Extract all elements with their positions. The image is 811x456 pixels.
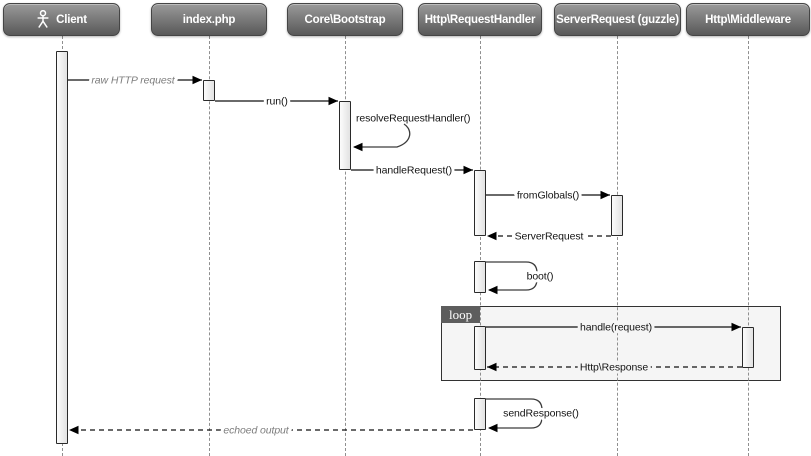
self-call-line (486, 398, 543, 429)
loop-label: loop (441, 306, 481, 323)
participant-http-middleware: Http\Middleware (686, 3, 810, 36)
lifeline (748, 36, 749, 456)
participant-label: Core\Bootstrap (304, 13, 386, 26)
arrowhead-icon (600, 190, 610, 200)
loop-frame: loop (441, 306, 781, 381)
message-label: raw HTTP request (91, 75, 175, 87)
message-label: sendResponse() (503, 408, 579, 420)
message-label: echoed output (223, 425, 289, 437)
activation-bar (474, 261, 486, 293)
self-call-line (354, 123, 411, 148)
participant-label: ServerRequest (guzzle) (556, 13, 679, 26)
participant-client: Client (3, 3, 120, 36)
message-label: boot() (527, 271, 554, 283)
lifeline (617, 36, 618, 456)
arrowhead-icon (463, 165, 473, 175)
arrowhead-icon (353, 142, 363, 152)
activation-bar (742, 327, 754, 368)
message-label: resolveRequestHandler() (356, 113, 470, 125)
arrowhead-icon (487, 231, 497, 241)
actor-icon (37, 10, 49, 28)
lifeline (345, 36, 346, 456)
lifeline (209, 36, 210, 456)
arrowhead-icon (69, 425, 79, 435)
activation-bar (474, 398, 486, 430)
message-label: run() (266, 96, 288, 108)
activation-bar (56, 51, 68, 444)
activation-bar (339, 101, 351, 170)
participant-serverrequest-guzzle: ServerRequest (guzzle) (554, 3, 681, 36)
arrowhead-icon (192, 75, 202, 85)
activation-bar (474, 170, 486, 236)
participant-core-bootstrap: Core\Bootstrap (287, 3, 403, 36)
activation-bar (474, 326, 486, 370)
message-label: fromGlobals() (517, 190, 579, 202)
message-label: ServerRequest (515, 231, 584, 243)
arrowhead-icon (488, 423, 498, 433)
arrowhead-icon (328, 96, 338, 106)
activation-bar (203, 80, 215, 101)
message-label: handleRequest() (376, 165, 452, 177)
participant-label: index.php (182, 13, 236, 26)
participant-http-requesthandler: Http\RequestHandler (418, 3, 542, 36)
arrowhead-icon (488, 285, 498, 295)
participant-label: Http\RequestHandler (424, 13, 536, 26)
participant-label: Client (56, 13, 87, 26)
self-call-line (486, 261, 538, 291)
participant-label: Http\Middleware (705, 13, 791, 26)
lifeline (480, 36, 481, 456)
participant-index-php: index.php (151, 3, 267, 36)
activation-bar (611, 195, 623, 236)
